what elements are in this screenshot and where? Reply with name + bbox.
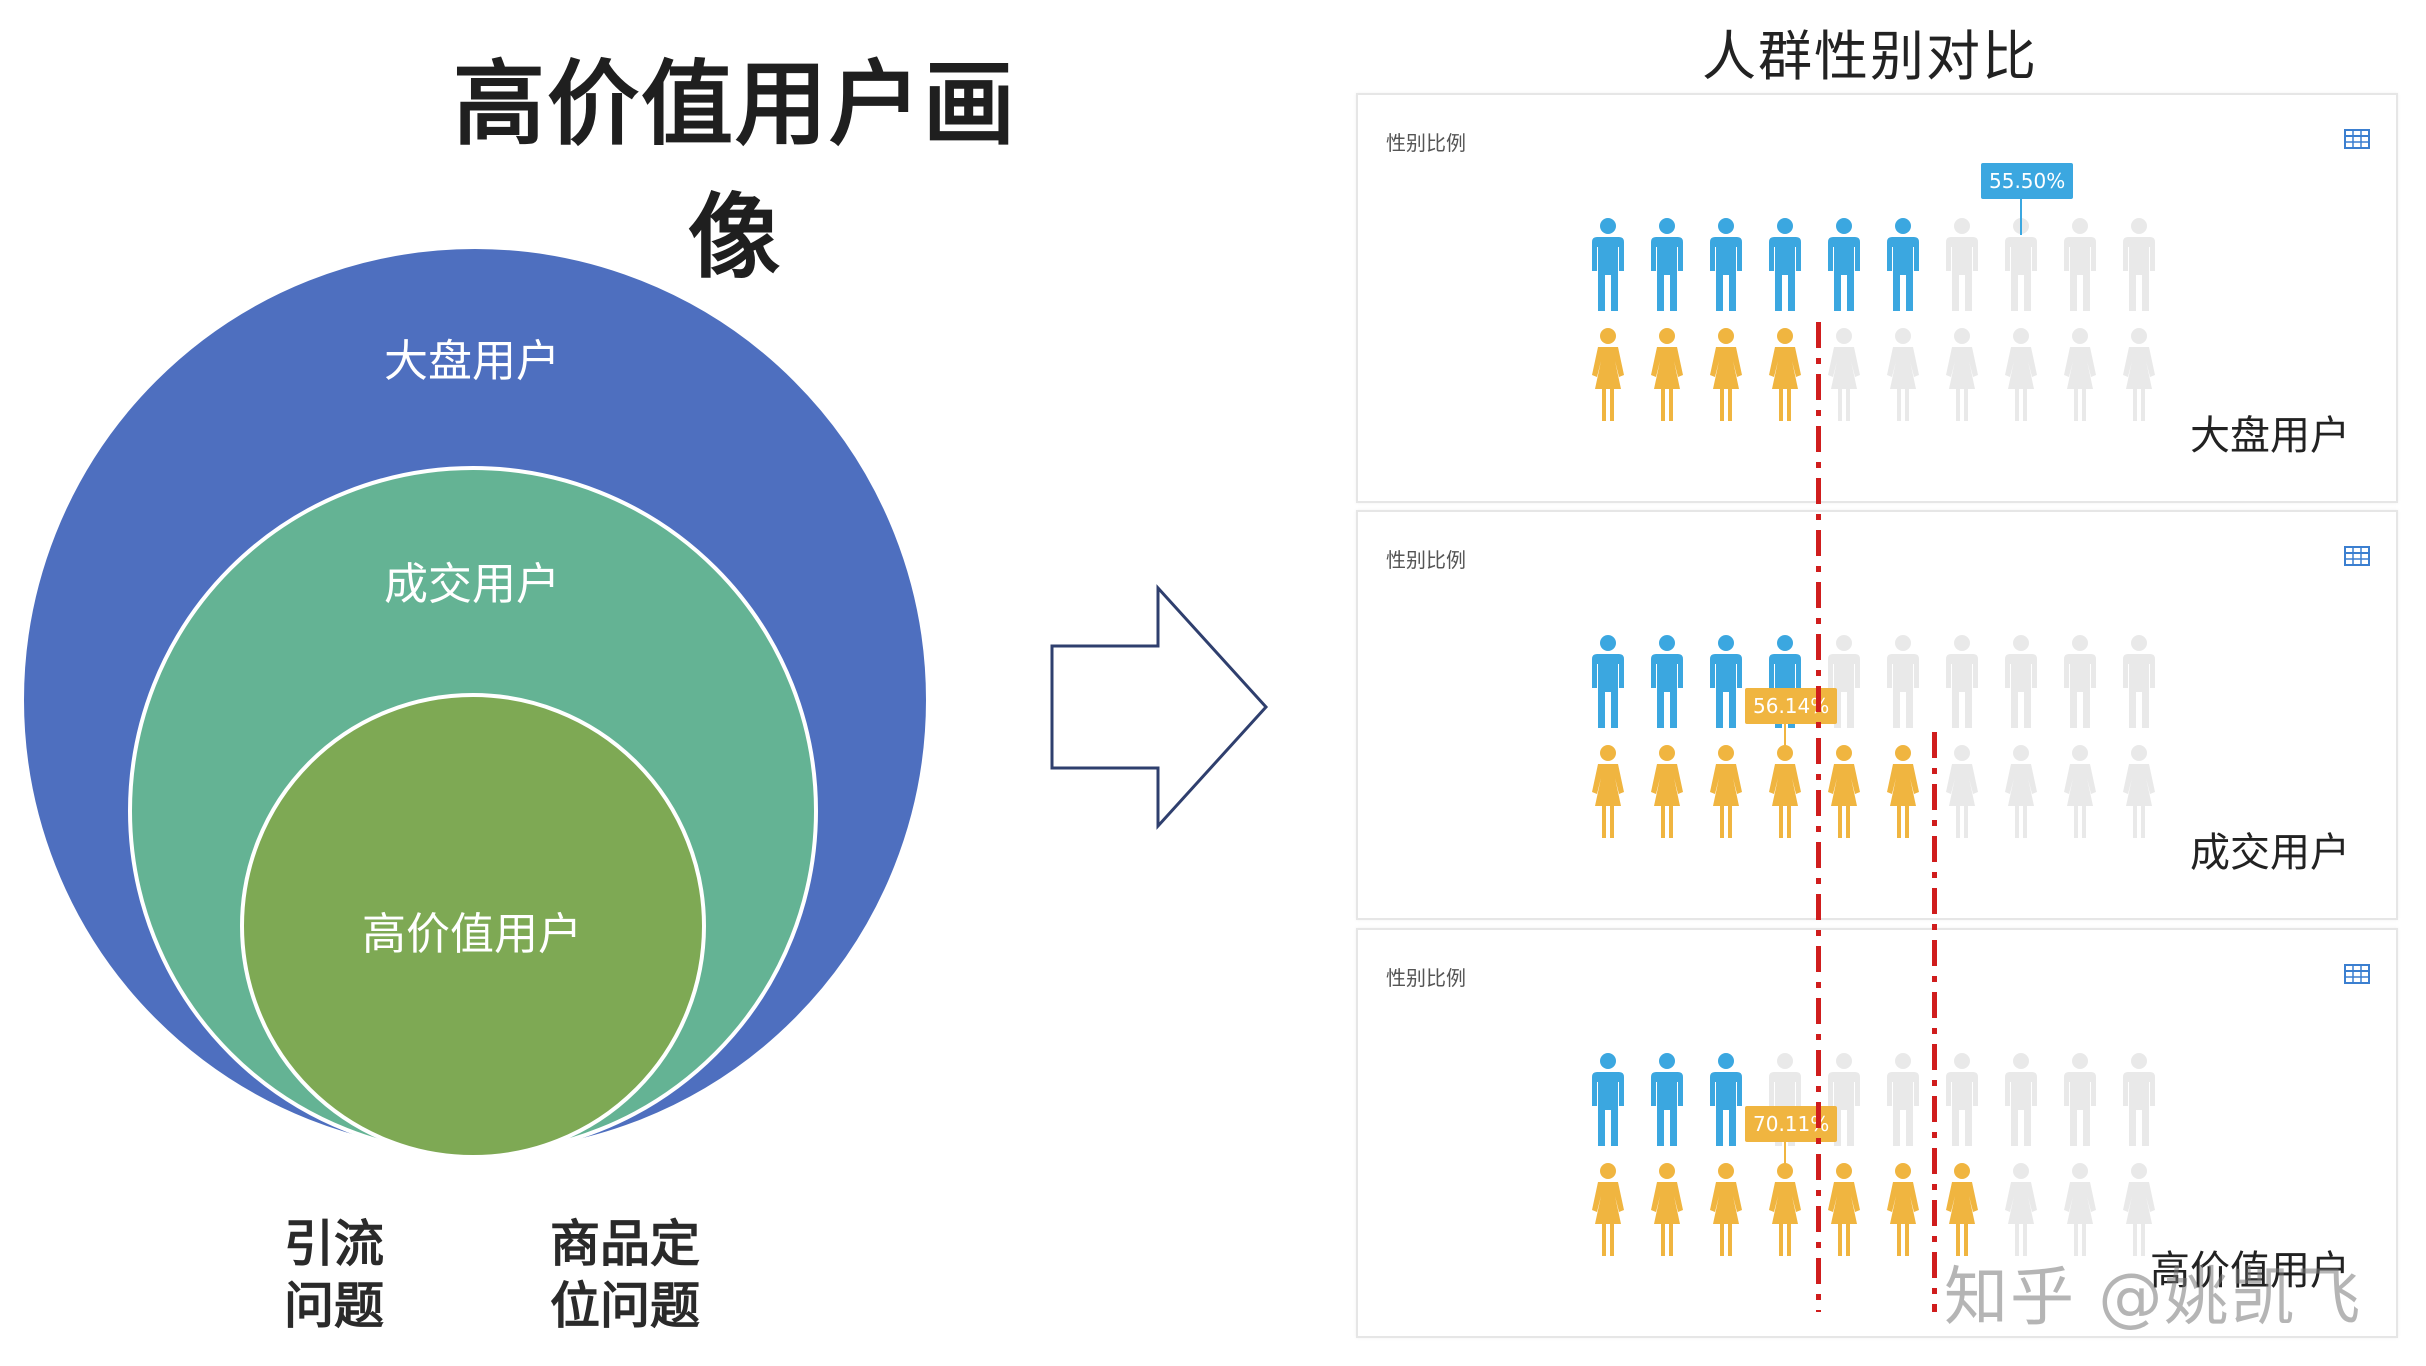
- female-person-icon: [1946, 1163, 1978, 1256]
- reference-dash-line: [1816, 322, 1821, 1312]
- female-person-icon: [1946, 328, 1978, 421]
- male-person-icon: [1946, 1053, 1978, 1146]
- male-person-icon: [1651, 1053, 1683, 1146]
- female-person-icon: [1887, 1163, 1919, 1256]
- female-person-icon: [2123, 745, 2155, 838]
- percentage-tag: 70.11%: [1745, 1106, 1838, 1142]
- tag-pointer: [1784, 724, 1786, 760]
- right-arrow-icon: [1050, 584, 1269, 830]
- circle-label-converted-users: 成交用户: [384, 559, 560, 610]
- female-person-icon: [2005, 328, 2037, 421]
- female-person-icon: [1651, 1163, 1683, 1256]
- male-person-icon: [1887, 1053, 1919, 1146]
- female-person-icon: [2005, 745, 2037, 838]
- male-person-icon: [1887, 635, 1919, 728]
- table-icon[interactable]: [2344, 546, 2370, 566]
- bottom-label-traffic-issue: 引流 问题: [284, 1213, 384, 1337]
- female-person-icon: [1710, 328, 1742, 421]
- female-person-icon: [1710, 745, 1742, 838]
- circle-label-all-users: 大盘用户: [384, 336, 560, 387]
- male-person-icon: [1946, 218, 1978, 311]
- tag-pointer: [2020, 199, 2022, 235]
- panel-title: 性别比例: [1386, 966, 1466, 990]
- male-person-icon: [1710, 635, 1742, 728]
- female-person-icon: [1592, 1163, 1624, 1256]
- male-person-icon: [1887, 218, 1919, 311]
- female-person-icon: [1828, 1163, 1860, 1256]
- female-person-icon: [1592, 745, 1624, 838]
- female-person-icon: [2064, 1163, 2096, 1256]
- male-person-icon: [2123, 1053, 2155, 1146]
- female-person-icon: [2064, 328, 2096, 421]
- female-person-icon: [1651, 745, 1683, 838]
- gender-panel-converted-users: 性别比例 56.14% 成交用户: [1356, 510, 2398, 920]
- bottom-label-line: 商品定: [550, 1215, 700, 1273]
- table-icon[interactable]: [2344, 129, 2370, 149]
- percentage-tag: 56.14%: [1745, 688, 1838, 724]
- panel-category-label: 大盘用户: [2190, 413, 2350, 459]
- male-person-icon: [1710, 218, 1742, 311]
- female-person-icon: [1592, 328, 1624, 421]
- watermark: 知乎 @姚凯飞: [1944, 1261, 2363, 1335]
- panel-category-label: 高价值用户: [2150, 1248, 2350, 1294]
- male-person-icon: [2064, 1053, 2096, 1146]
- male-person-icon: [1651, 635, 1683, 728]
- bottom-label-line: 引流: [284, 1215, 384, 1273]
- male-person-icon: [2005, 635, 2037, 728]
- male-person-icon: [1592, 218, 1624, 311]
- male-person-icon: [1592, 1053, 1624, 1146]
- male-person-icon: [2123, 635, 2155, 728]
- female-person-icon: [1887, 745, 1919, 838]
- table-icon[interactable]: [2344, 964, 2370, 984]
- comparison-title: 人群性别对比: [1702, 25, 2038, 88]
- female-person-icon: [2123, 328, 2155, 421]
- panel-category-label: 成交用户: [2190, 830, 2350, 876]
- panel-title: 性别比例: [1386, 131, 1466, 155]
- male-person-icon: [1946, 635, 1978, 728]
- female-person-icon: [1887, 328, 1919, 421]
- circle-label-high-value-users: 高价值用户: [362, 909, 582, 960]
- male-person-icon: [2005, 1053, 2037, 1146]
- percentage-tag: 55.50%: [1981, 163, 2074, 199]
- panel-title: 性别比例: [1386, 548, 1466, 572]
- female-person-icon: [2064, 745, 2096, 838]
- tag-pointer: [1784, 1142, 1786, 1178]
- female-person-icon: [1769, 328, 1801, 421]
- female-person-icon: [2123, 1163, 2155, 1256]
- female-person-icon: [1946, 745, 1978, 838]
- female-person-icon: [1710, 1163, 1742, 1256]
- male-person-icon: [2123, 218, 2155, 311]
- male-person-icon: [1769, 218, 1801, 311]
- female-person-icon: [1828, 745, 1860, 838]
- male-person-icon: [2064, 635, 2096, 728]
- male-person-icon: [1592, 635, 1624, 728]
- male-person-icon: [1710, 1053, 1742, 1146]
- page-title: 高价值用户画像: [452, 51, 1017, 291]
- male-person-icon: [1651, 218, 1683, 311]
- circle-high-value-users: [240, 693, 706, 1159]
- female-person-icon: [1828, 328, 1860, 421]
- gender-panel-all-users: 性别比例 55.50% 大盘用户: [1356, 93, 2398, 503]
- female-person-icon: [2005, 1163, 2037, 1256]
- male-person-icon: [2064, 218, 2096, 311]
- female-person-icon: [1651, 328, 1683, 421]
- male-person-icon: [1828, 218, 1860, 311]
- bottom-label-line: 位问题: [550, 1277, 700, 1335]
- reference-dash-line: [1932, 732, 1937, 1312]
- bottom-label-positioning-issue: 商品定 位问题: [550, 1213, 700, 1337]
- gender-panel-high-value-users: 性别比例 70.11% 高价值用户: [1356, 928, 2398, 1338]
- bottom-label-line: 问题: [284, 1277, 384, 1335]
